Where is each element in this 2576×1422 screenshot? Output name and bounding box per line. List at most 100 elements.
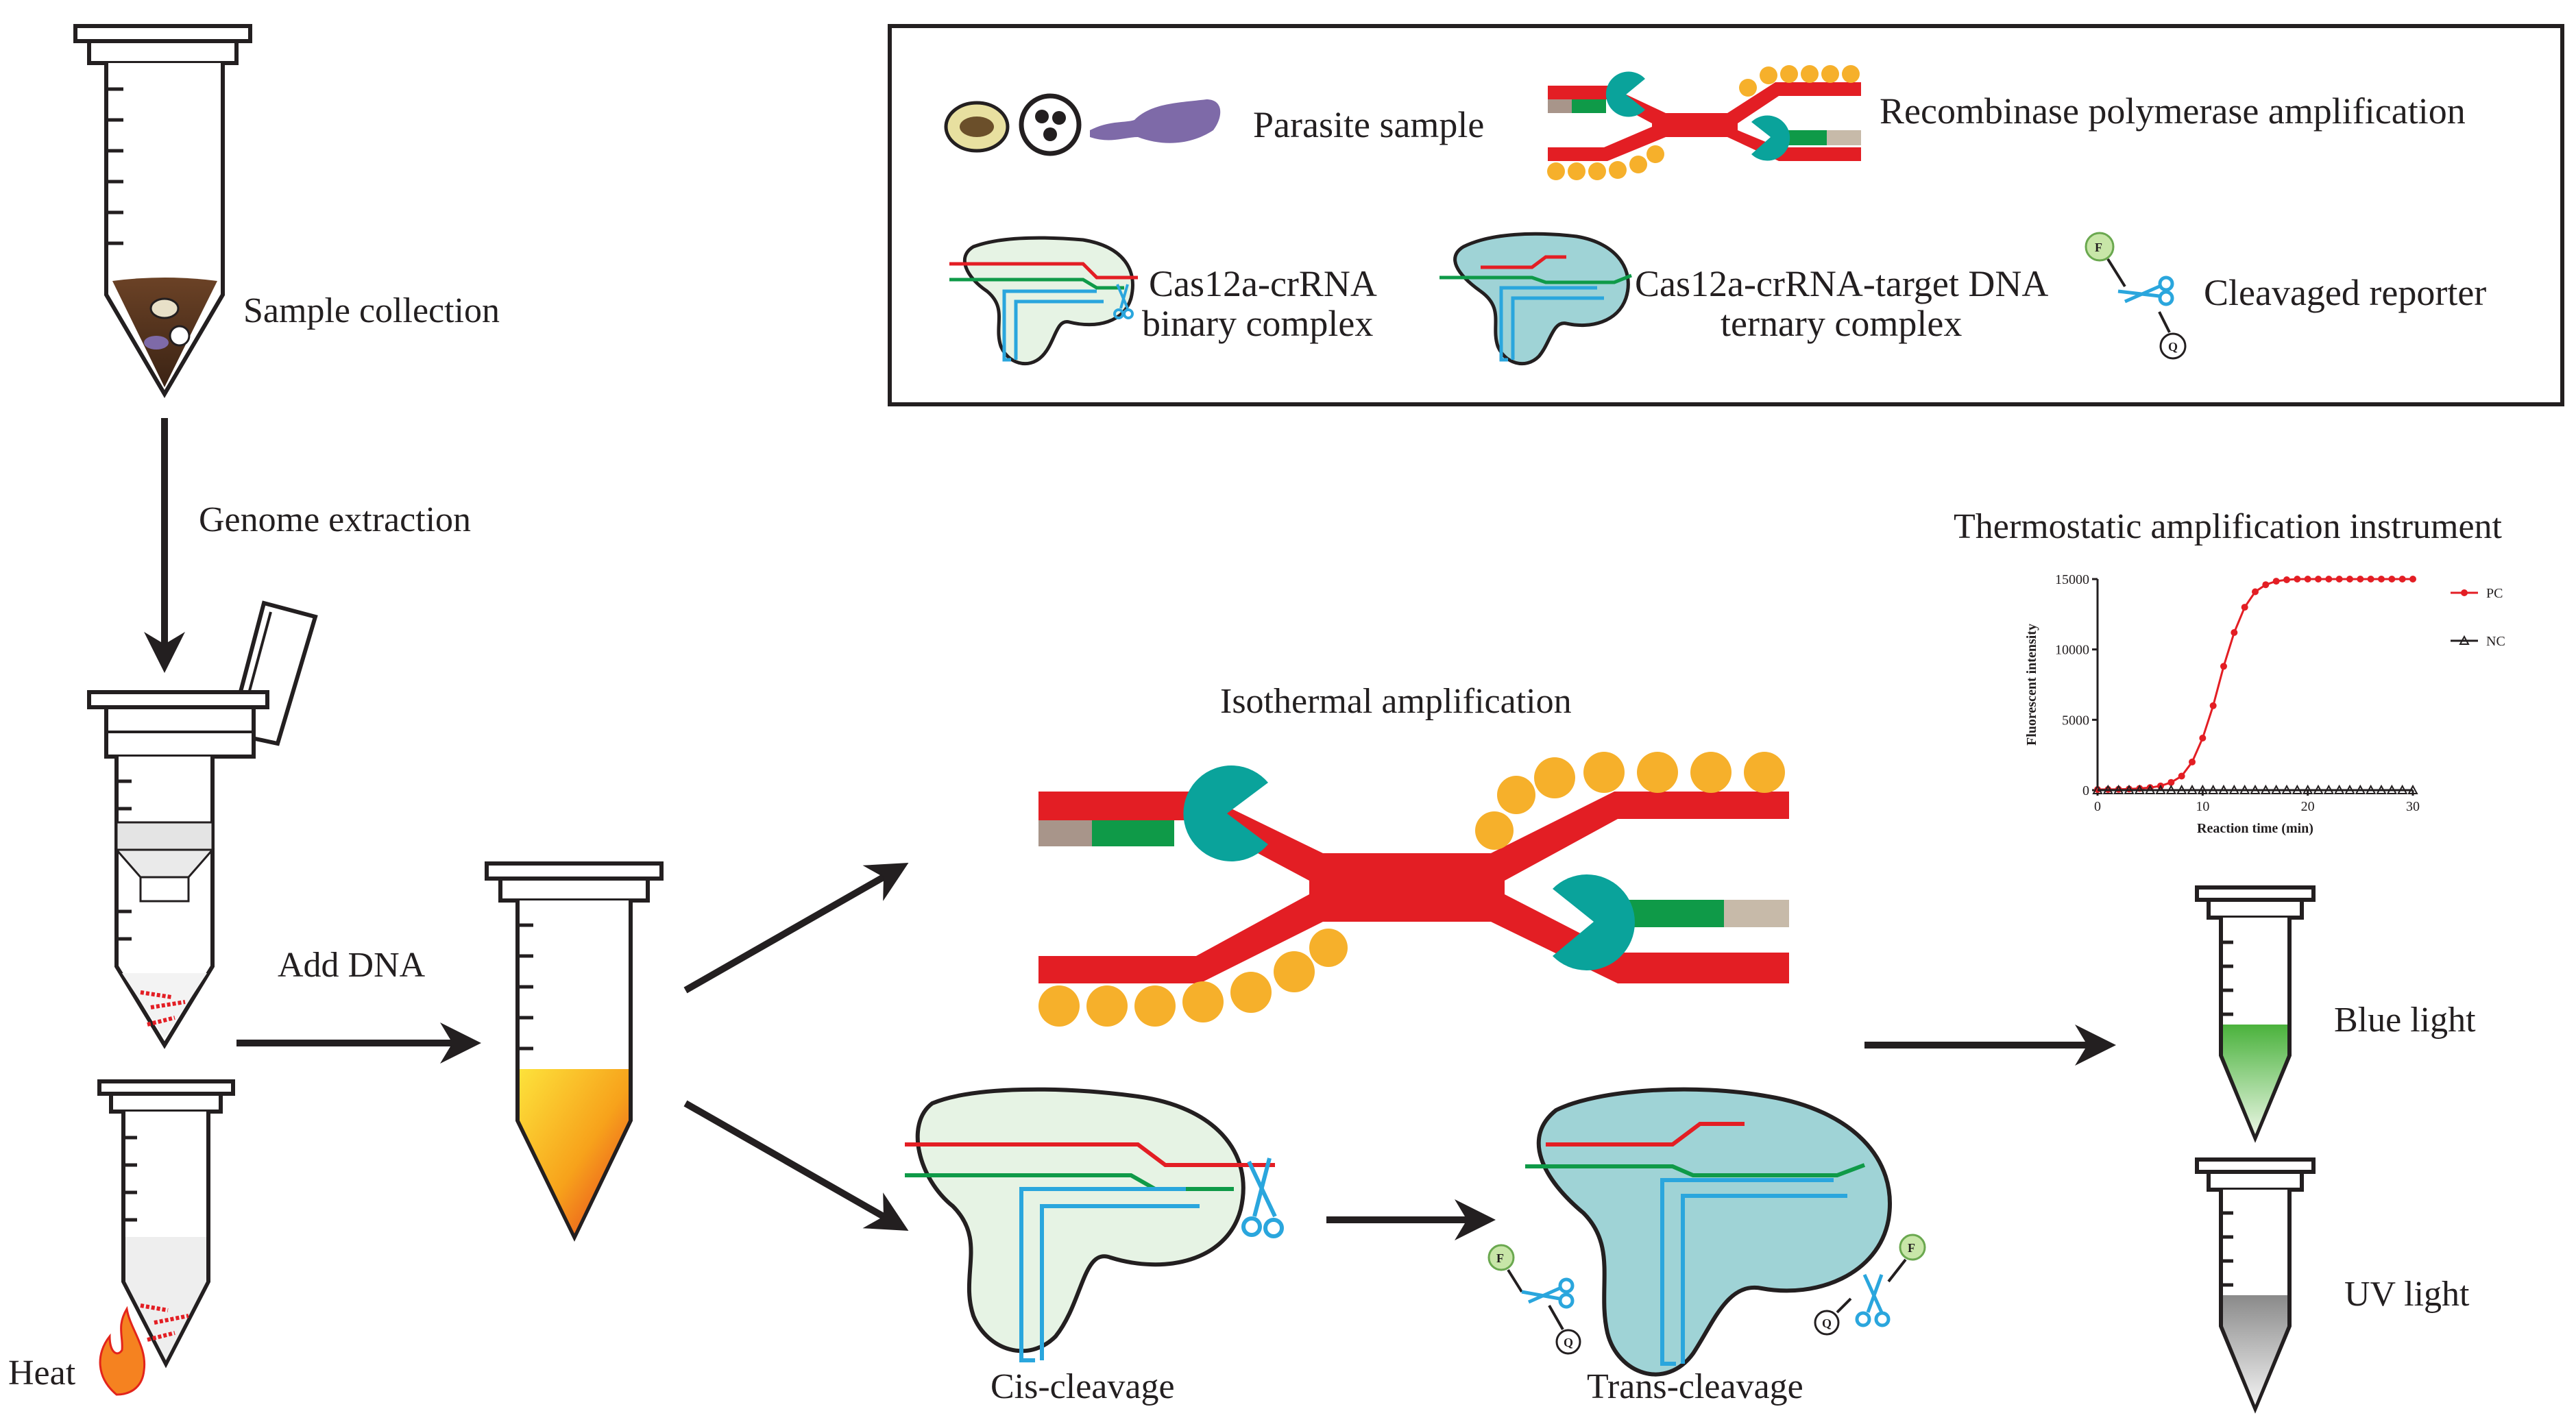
data-point-nc — [2176, 784, 2187, 794]
data-point-nc — [2155, 784, 2166, 794]
data-point-nc — [2344, 784, 2355, 794]
y-tick-label: 10000 — [2055, 643, 2089, 658]
quencher-label: Q — [1822, 1316, 1832, 1330]
data-point-pc — [2335, 576, 2343, 583]
y-tick-label: 0 — [2082, 783, 2089, 798]
legend-cleaved-reporter: Cleavaged reporter — [2204, 272, 2486, 313]
x-tick-label: 20 — [2301, 799, 2315, 814]
data-point-pc — [2294, 576, 2301, 583]
label-heat: Heat — [8, 1353, 76, 1393]
scissors-icon — [1521, 1277, 1575, 1309]
data-point-nc — [2270, 784, 2282, 794]
data-point-nc — [2386, 784, 2398, 794]
data-point-nc — [2396, 784, 2408, 794]
data-point-nc — [2092, 784, 2103, 794]
label-sample-collection: Sample collection — [243, 291, 500, 330]
data-point-pc — [2378, 576, 2385, 583]
data-point-pc — [2357, 576, 2364, 583]
cleaved-reporter-right: F Q — [1814, 1234, 1926, 1336]
cis-cleavage-complex — [905, 1087, 1284, 1362]
data-point-pc — [2409, 576, 2416, 583]
legend-box — [888, 24, 2564, 406]
data-point-pc — [2178, 772, 2185, 780]
quencher-label: Q — [1564, 1336, 1573, 1349]
data-point-nc — [2323, 784, 2335, 794]
sample-tube — [73, 24, 252, 398]
ternary-complex-legend-icon — [1439, 232, 1632, 366]
data-point-pc — [2209, 702, 2217, 709]
data-point-pc — [2252, 588, 2259, 596]
legend-ternary-line2: ternary complex — [1721, 303, 1962, 344]
data-point-pc — [2272, 578, 2280, 585]
parasite-sample-icons — [944, 93, 1221, 156]
label-blue-light: Blue light — [2334, 1001, 2476, 1040]
data-point-pc — [2325, 576, 2333, 583]
y-axis-label: Fluorescent intensity — [2024, 624, 2039, 746]
trans-cleavage-complex — [1525, 1087, 1892, 1377]
x-axis-label: Reaction time (min) — [2197, 821, 2313, 836]
data-point-nc — [2113, 784, 2124, 794]
green-fluorescence — [2223, 1025, 2287, 1134]
soil-sample — [112, 278, 217, 387]
label-uv-light: UV light — [2344, 1275, 2470, 1314]
legend-label-pc: PC — [2486, 586, 2503, 601]
label-genome-extraction: Genome extraction — [199, 500, 471, 539]
x-tick-label: 0 — [2094, 799, 2101, 814]
data-point-pc — [2262, 581, 2270, 589]
arrow-to-cleavage — [683, 1100, 909, 1231]
series-line-pc — [2098, 578, 2413, 791]
data-point-nc — [2124, 784, 2135, 794]
label-cis-cleavage: Cis-cleavage — [991, 1367, 1175, 1406]
data-point-nc — [2407, 784, 2418, 794]
data-point-pc — [2167, 779, 2175, 786]
data-point-nc — [2250, 784, 2261, 794]
data-point-pc — [2231, 629, 2238, 637]
data-point-nc — [2218, 784, 2229, 794]
recombinase-icon — [1183, 765, 1268, 861]
data-point-nc — [2365, 784, 2377, 794]
arrow-to-amplification — [683, 863, 909, 994]
worm-icon — [144, 336, 169, 350]
data-point-nc — [2134, 784, 2146, 794]
rpa-large-illustration — [1038, 752, 1789, 1027]
cleaved-reporter-left: F Q — [1487, 1244, 1581, 1355]
data-point-nc — [2260, 784, 2272, 794]
data-point-pc — [2220, 663, 2227, 670]
y-tick-label: 5000 — [2062, 713, 2089, 728]
extraction-tube — [87, 600, 318, 1049]
scissors-icon — [2117, 275, 2174, 306]
egg-core-icon — [960, 117, 994, 137]
data-point-pc — [2199, 735, 2207, 742]
uv-fluorescence — [2223, 1295, 2287, 1405]
data-point-nc — [2239, 784, 2250, 794]
legend-marker-nc — [2459, 635, 2470, 645]
uv-light-tube — [2195, 1157, 2316, 1414]
data-point-pc — [2315, 576, 2322, 583]
heat-tube — [97, 1079, 235, 1369]
data-point-pc — [2283, 576, 2290, 584]
legend-ternary-line1: Cas12a-crRNA-target DNA — [1635, 263, 2048, 304]
legend-binary-line1: Cas12a-crRNA — [1149, 263, 1377, 304]
blue-light-tube — [2195, 885, 2316, 1143]
data-point-nc — [2228, 784, 2240, 794]
worm-icon — [1090, 99, 1221, 143]
data-point-nc — [2313, 784, 2324, 794]
data-point-nc — [2197, 784, 2209, 794]
label-add-dna: Add DNA — [278, 946, 426, 985]
data-point-pc — [2398, 576, 2406, 583]
cleaved-reporter-legend-icon: F Q — [2085, 232, 2187, 360]
data-point-nc — [2207, 784, 2219, 794]
x-tick-label: 30 — [2406, 799, 2420, 814]
label-trans-cleavage: Trans-cleavage — [1587, 1367, 1803, 1406]
data-point-pc — [2241, 604, 2248, 611]
scissors-icon — [1855, 1273, 1891, 1327]
data-point-nc — [2165, 784, 2177, 794]
data-point-nc — [2333, 784, 2345, 794]
rpa-legend-icon — [1547, 65, 1861, 180]
data-point-pc — [2388, 576, 2396, 583]
recombinase-icon-2 — [1553, 874, 1635, 971]
data-point-pc — [2189, 758, 2196, 765]
egg-icon — [149, 297, 180, 319]
ssb-proteins — [1038, 752, 1785, 1027]
